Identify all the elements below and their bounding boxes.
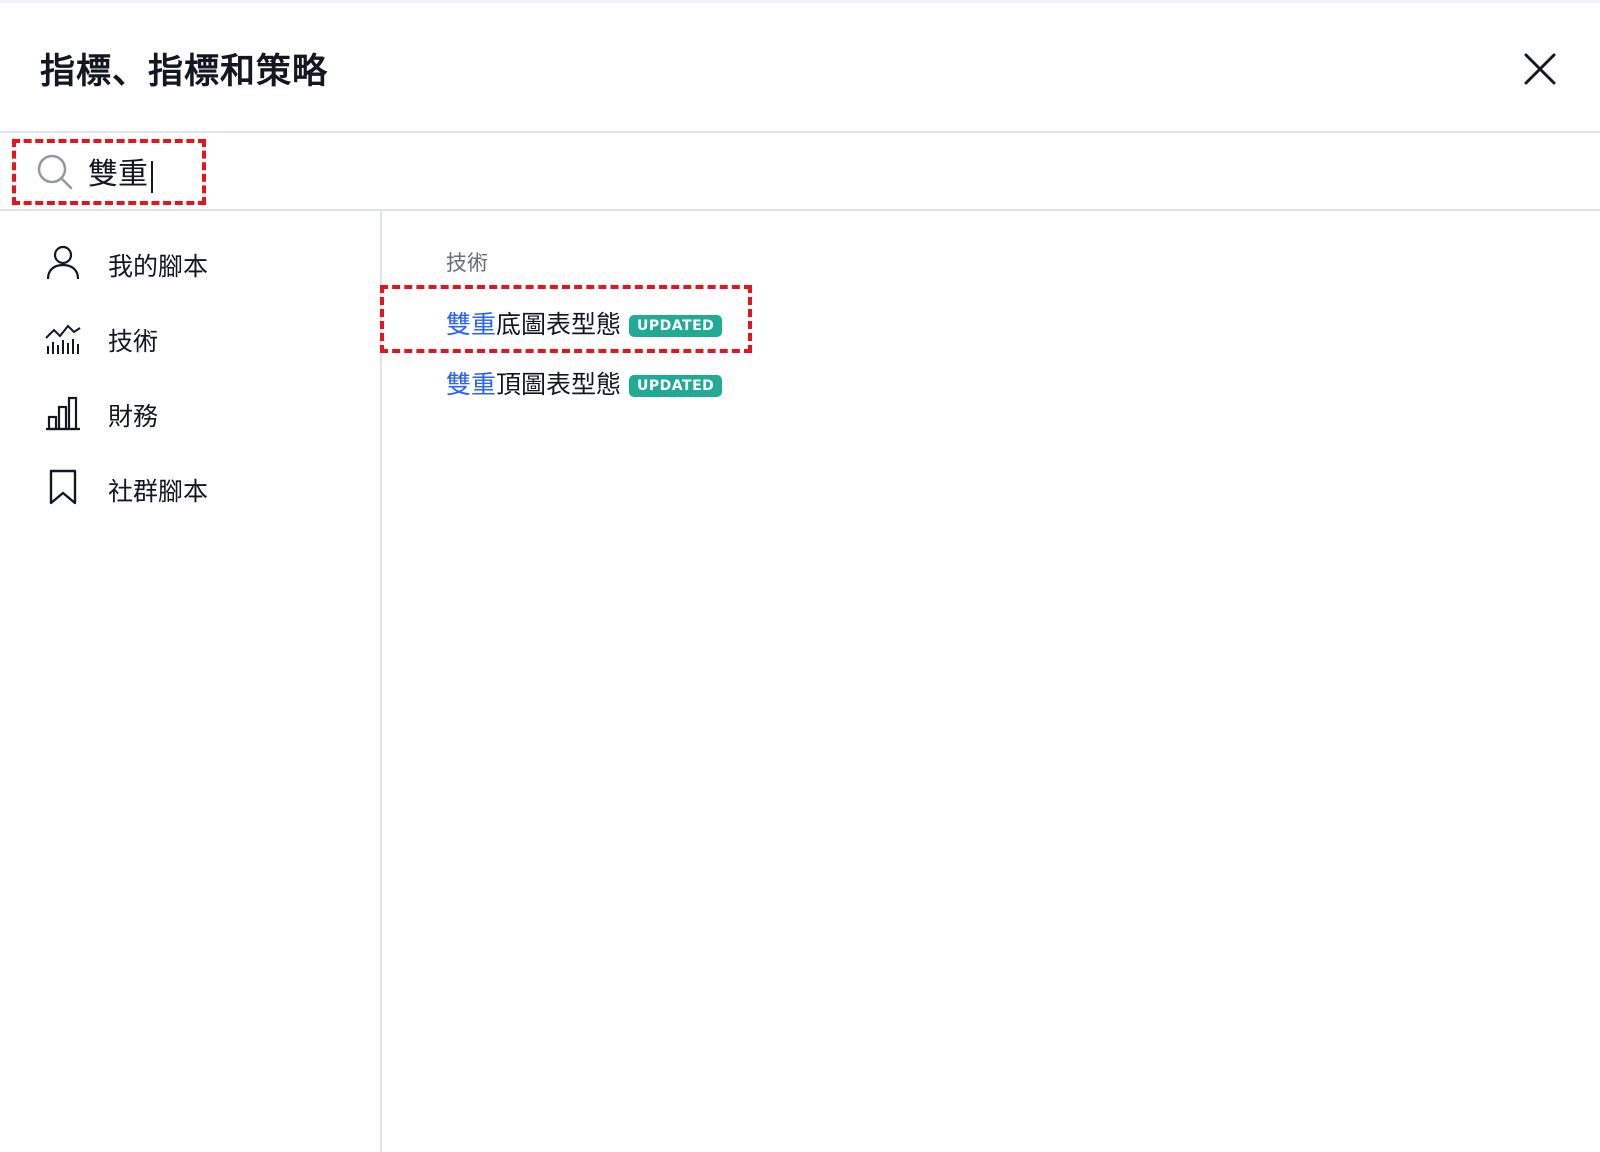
bar-chart-icon xyxy=(46,396,80,431)
indicators-dialog: 指標、指標和策略 我的腳本 技術 xyxy=(0,3,1600,1152)
close-button[interactable] xyxy=(1522,51,1558,87)
text-caret xyxy=(151,161,153,193)
search-icon xyxy=(37,154,73,190)
sidebar-item-label: 財務 xyxy=(108,402,159,431)
dialog-header: 指標、指標和策略 xyxy=(0,3,1600,133)
updated-badge: UPDATED xyxy=(629,315,723,337)
result-item[interactable]: 雙重底圖表型態 UPDATED xyxy=(446,305,723,345)
sidebar-item-my-scripts[interactable]: 我的腳本 xyxy=(0,229,380,293)
updated-badge: UPDATED xyxy=(629,375,723,397)
sidebar-item-label: 社群腳本 xyxy=(108,477,209,506)
result-rest-text: 頂圖表型態 xyxy=(496,370,622,399)
result-item[interactable]: 雙重頂圖表型態 UPDATED xyxy=(446,365,723,405)
sidebar-item-label: 我的腳本 xyxy=(108,252,209,281)
user-icon xyxy=(46,245,80,280)
sidebar-item-financials[interactable]: 財務 xyxy=(0,379,380,443)
background-app-strip xyxy=(0,0,1600,3)
sidebar-item-label: 技術 xyxy=(108,327,159,356)
search-bar xyxy=(0,133,1600,211)
bookmark-icon xyxy=(49,469,77,505)
result-match-text: 雙重 xyxy=(446,310,497,339)
category-sidebar: 我的腳本 技術 財務 社群腳本 xyxy=(0,211,382,1152)
dialog-title: 指標、指標和策略 xyxy=(40,52,329,92)
result-rest-text: 底圖表型態 xyxy=(496,310,622,339)
sidebar-item-technicals[interactable]: 技術 xyxy=(0,304,380,368)
sidebar-item-community-scripts[interactable]: 社群腳本 xyxy=(0,454,380,518)
close-icon xyxy=(1524,53,1556,85)
technicals-chart-icon xyxy=(45,324,81,354)
search-input[interactable] xyxy=(88,149,488,193)
result-match-text: 雙重 xyxy=(446,370,497,399)
section-title: 技術 xyxy=(446,251,488,275)
